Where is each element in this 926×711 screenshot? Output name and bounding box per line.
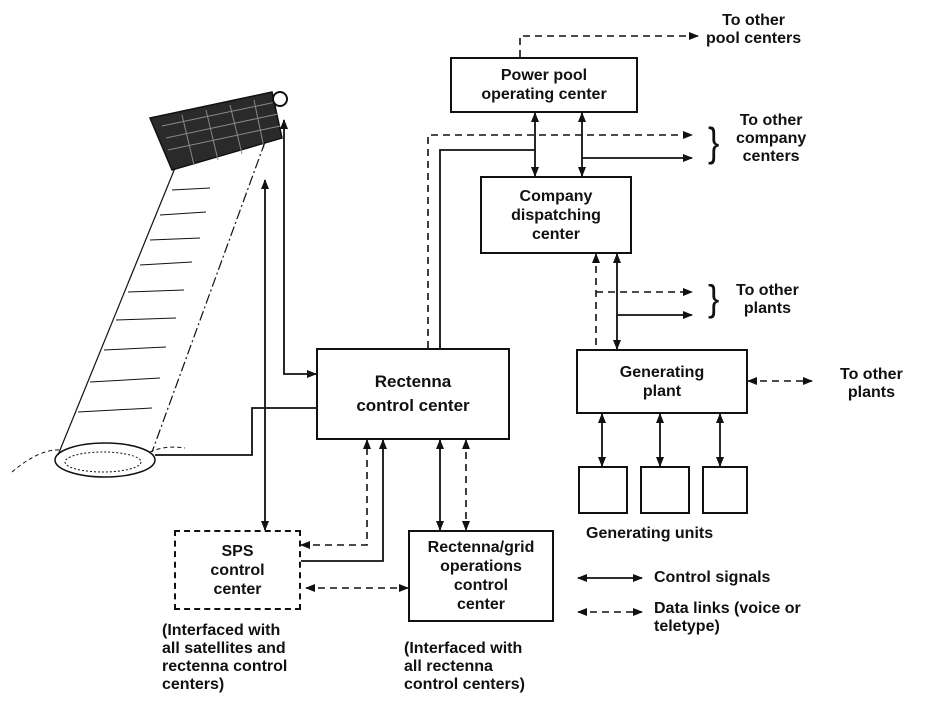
- rectenna-grid-operations-control-center-box: Rectenna/grid operations control center: [408, 530, 554, 622]
- generating-units-label: Generating units: [586, 525, 714, 542]
- legend-data-links: Data links (voice or teletype): [654, 600, 801, 635]
- power-pool-operating-center-box: Power pool operating center: [450, 57, 638, 113]
- generating-unit-box: [640, 466, 690, 514]
- to-other-plants-upper-label: To other plants: [736, 282, 799, 317]
- generating-plant-box: Generating plant: [576, 349, 748, 414]
- sps-control-center-box: SPS control center: [174, 530, 301, 610]
- rectenna-control-center-box: Rectenna control center: [316, 348, 510, 440]
- brace-other-plants: }: [708, 278, 720, 320]
- sps-note: (Interfaced with all satellites and rect…: [162, 622, 288, 693]
- generating-unit-box: [702, 466, 748, 514]
- rectenna-grid-note: (Interfaced with all rectenna control ce…: [404, 640, 525, 693]
- to-other-plants-right-label: To other plants: [840, 366, 903, 401]
- company-dispatching-center-box: Company dispatching center: [480, 176, 632, 254]
- satellite-illustration: [11, 91, 288, 478]
- generating-unit-box: [578, 466, 628, 514]
- to-other-pool-centers-label: To other pool centers: [706, 12, 802, 47]
- legend-control-signals: Control signals: [654, 569, 771, 586]
- brace-company-centers: }: [708, 120, 720, 166]
- to-other-company-centers-label: To other company centers: [736, 112, 807, 165]
